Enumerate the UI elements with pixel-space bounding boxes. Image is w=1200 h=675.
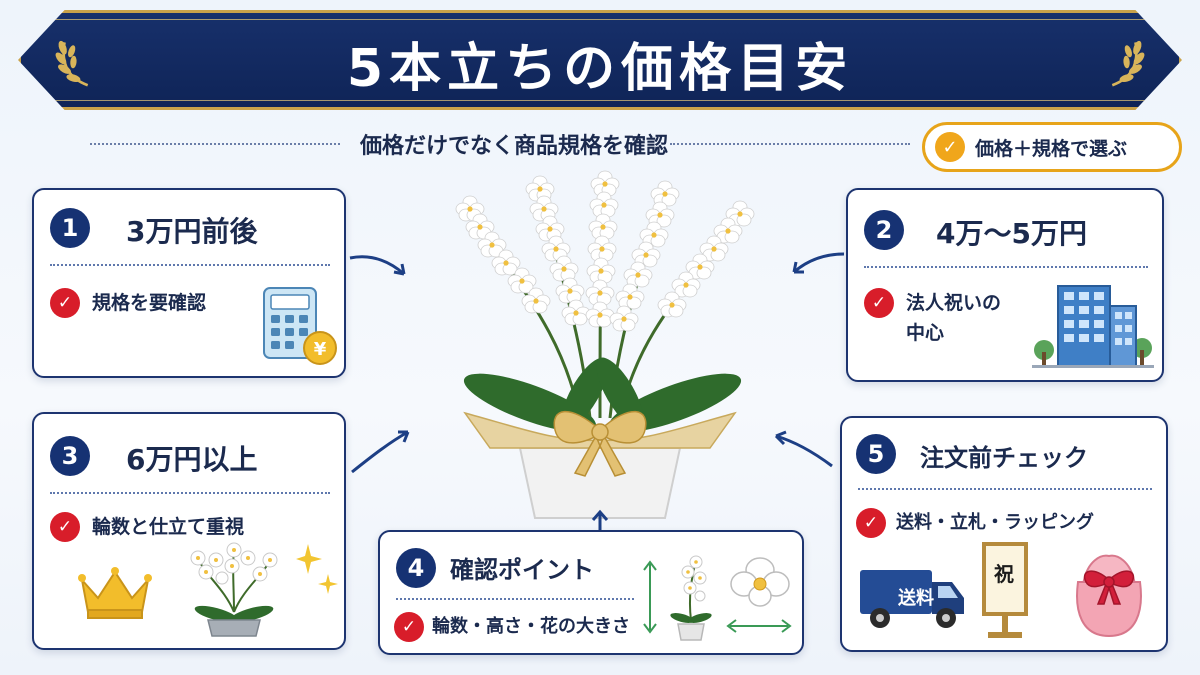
- flower-width-icon: [726, 557, 792, 633]
- card-title: 6万円以上: [126, 443, 258, 476]
- orchid-blossom: [549, 255, 579, 282]
- orchid-blossom: [671, 271, 701, 298]
- check-icon: ✓: [394, 612, 424, 642]
- truck-label: 送料: [898, 588, 934, 609]
- card-price-60k-plus: 3 6万円以上 ✓ 輪数と仕立て重視: [32, 412, 346, 650]
- laurel-left-icon: [55, 40, 89, 87]
- delivery-truck-icon: [860, 570, 964, 628]
- banner-gold-lines: [51, 19, 1149, 101]
- calculator-yen-icon: ¥: [263, 287, 337, 365]
- orchid-pot-icon: [670, 555, 712, 641]
- orchid-blossom: [477, 231, 507, 258]
- card-title: 確認ポイント: [450, 556, 594, 584]
- card-title: 4万～5万円: [936, 217, 1087, 250]
- orchid-blossom: [585, 279, 615, 306]
- orchid-blossom: [465, 213, 495, 240]
- orchid-blossom: [650, 180, 680, 207]
- sign-label: 祝: [994, 562, 1014, 586]
- height-arrow-icon: [643, 560, 657, 634]
- orchid-pot-icon: [190, 542, 278, 637]
- wooden-sign-icon: [982, 542, 1028, 638]
- check-icon: ✓: [856, 508, 886, 538]
- card-price-30k: 1 3万円前後 ✓ 規格を要確認 ¥: [32, 188, 346, 378]
- orchid-blossom: [609, 305, 639, 332]
- card-number-badge: 5: [856, 434, 896, 474]
- sparkle-icon: [296, 544, 338, 594]
- badge-label: 価格＋規格で選ぶ: [975, 137, 1128, 160]
- orchid-blossom: [521, 287, 551, 314]
- dotted-divider-left: [90, 143, 340, 145]
- dotted-divider: [50, 492, 330, 494]
- subtitle: 価格だけでなく商品規格を確認: [360, 134, 669, 159]
- dotted-divider: [396, 598, 634, 600]
- check-text-line1: 法人祝いの: [906, 292, 1002, 314]
- check-text: 輪数と仕立て重視: [92, 516, 245, 538]
- check-text: 輪数・高さ・花の大きさ: [432, 616, 630, 637]
- arrow-card4-to-orchid: [591, 509, 609, 530]
- dotted-divider: [858, 488, 1152, 490]
- dotted-divider: [50, 264, 330, 266]
- card-price-40k-50k: 2 4万～5万円 ✓ 法人祝いの 中心: [846, 188, 1164, 382]
- card-check-points: 4 確認ポイント ✓ 輪数・高さ・花の大きさ: [378, 530, 804, 655]
- orchid-blossom: [586, 257, 616, 284]
- orchid-blossom: [657, 291, 687, 318]
- orchid-blossom: [541, 235, 571, 262]
- card-title: 3万円前後: [126, 215, 258, 248]
- orchid-blossom: [587, 235, 617, 262]
- check-text: 規格を要確認: [92, 292, 207, 314]
- orchid-blossom: [455, 195, 485, 222]
- card-number-badge: 1: [50, 208, 90, 248]
- title-banner: [18, 10, 1182, 110]
- orchid-blossom: [589, 191, 619, 218]
- laurel-right-icon: [1111, 40, 1145, 87]
- badge-price-spec: ✓ 価格＋規格で選ぶ: [922, 122, 1182, 172]
- arrow-card5-to-orchid: [774, 430, 833, 468]
- orchid-blossom: [561, 299, 591, 326]
- crown-icon: [78, 567, 152, 619]
- check-icon: ✓: [50, 512, 80, 542]
- orchid-blossom: [631, 241, 661, 268]
- orchid-blossom: [615, 283, 645, 310]
- orchid-blossom: [507, 267, 537, 294]
- gift-wrap-icon: [1076, 554, 1142, 638]
- arrow-card1-to-orchid: [349, 255, 406, 276]
- orchid-bouquet-illustration: [455, 170, 755, 519]
- check-text-line2: 中心: [906, 322, 945, 344]
- dotted-divider-right: [670, 143, 910, 145]
- orchid-blossom: [588, 213, 618, 240]
- dotted-divider: [864, 266, 1148, 268]
- card-number-badge: 3: [50, 436, 90, 476]
- arrow-card3-to-orchid: [351, 430, 410, 474]
- svg-text:¥: ¥: [314, 339, 327, 360]
- check-icon: ✓: [50, 288, 80, 318]
- check-icon: ✓: [935, 132, 965, 162]
- card-title: 注文前チェック: [920, 444, 1088, 472]
- card-number-badge: 2: [864, 210, 904, 250]
- orchid-blossom: [535, 215, 565, 242]
- card-number-badge: 4: [396, 548, 436, 588]
- subtitle-row: 価格だけでなく商品規格を確認: [90, 128, 910, 159]
- orchid-blossom: [491, 249, 521, 276]
- page-title: 5本立ちの価格目安: [346, 39, 854, 99]
- orchid-blossom: [725, 200, 755, 227]
- orchid-blossom: [585, 301, 615, 328]
- arrow-card2-to-orchid: [792, 252, 845, 274]
- orchid-blossom: [555, 277, 585, 304]
- check-icon: ✓: [864, 288, 894, 318]
- check-text: 送料・立札・ラッピング: [896, 512, 1094, 533]
- orchid-blossom: [699, 235, 729, 262]
- office-building-icon: [1032, 285, 1154, 368]
- card-order-check: 5 注文前チェック ✓ 送料・立札・ラッピング 送料 祝: [840, 416, 1168, 652]
